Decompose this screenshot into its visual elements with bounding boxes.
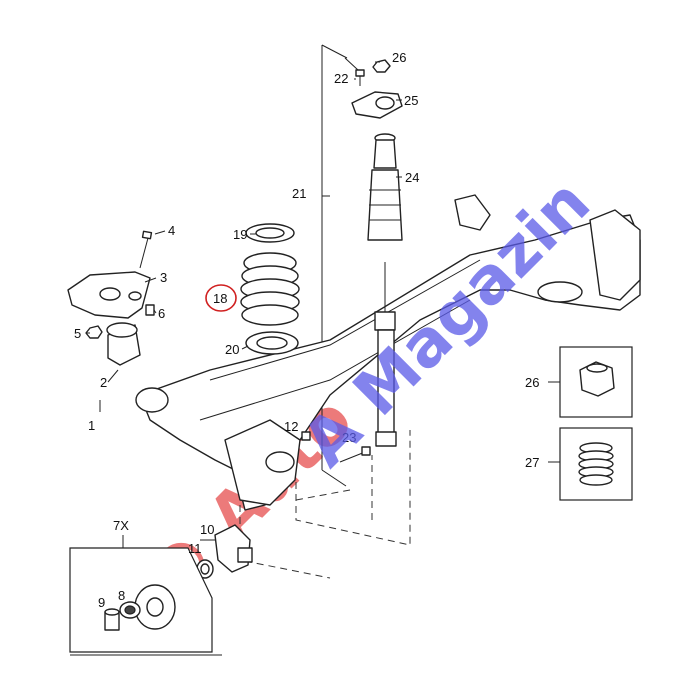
twist-beam-axle	[135, 194, 641, 511]
washer-11	[196, 559, 214, 579]
watermark-front: A Magazin	[289, 166, 605, 482]
leader-lines	[86, 57, 402, 541]
bolt-12	[301, 431, 311, 441]
callout-12: 12	[284, 419, 298, 434]
hub-assembly-box	[69, 535, 213, 653]
mounting-bracket	[67, 271, 151, 319]
coil-spring-18	[240, 252, 300, 326]
callout-8: 8	[118, 588, 125, 603]
callout-5: 5	[74, 326, 81, 341]
callout-11: 11	[188, 541, 202, 556]
callout-labels: 1 2 3 4 5 6 7X 8 9 10 11 12 18 19 20 21 …	[74, 50, 539, 610]
callout-4: 4	[168, 223, 175, 238]
callout-6: 6	[158, 306, 165, 321]
bolt-23	[339, 446, 371, 463]
callout-27: 27	[525, 455, 539, 470]
callout-21: 21	[292, 186, 306, 201]
callout-24: 24	[405, 170, 419, 185]
callout-7x: 7X	[113, 518, 129, 533]
callout-2: 2	[100, 375, 107, 390]
bushing-2	[106, 322, 141, 366]
callout-26-top: 26	[392, 50, 406, 65]
bump-stop-24	[367, 133, 403, 241]
callout-18: 18	[213, 291, 227, 306]
detail-box-26	[548, 346, 633, 418]
spring-seat-19	[245, 223, 295, 243]
callout-26-detail: 26	[525, 375, 539, 390]
callout-19: 19	[233, 227, 247, 242]
callout-23: 23	[342, 430, 356, 445]
bolt-6	[145, 304, 155, 316]
callout-20: 20	[225, 342, 239, 357]
callout-22: 22	[334, 71, 348, 86]
callout-1: 1	[88, 418, 95, 433]
callout-10: 10	[200, 522, 214, 537]
spring-seat-20	[245, 331, 299, 355]
stub-axle-10	[214, 524, 253, 573]
nut-26-top	[372, 59, 391, 73]
bolt-4	[139, 230, 153, 269]
detail-box-27	[548, 427, 633, 501]
bolt-22	[355, 69, 365, 86]
callout-9: 9	[98, 595, 105, 610]
top-mount-25	[351, 91, 403, 119]
highlight-circle-18	[205, 284, 237, 312]
callout-25: 25	[404, 93, 418, 108]
watermark-text-blue: A Magazin	[289, 166, 605, 482]
callout-3: 3	[160, 270, 167, 285]
shock-absorber	[374, 262, 397, 447]
nut-5	[85, 325, 103, 339]
